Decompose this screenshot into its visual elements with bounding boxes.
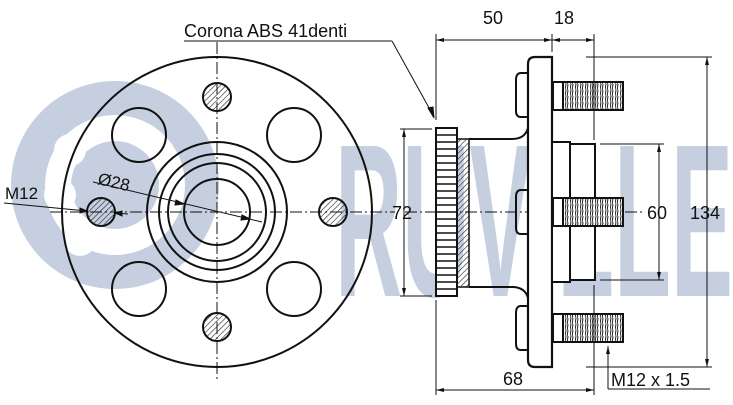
dim-stud-offset: 18 xyxy=(554,8,574,28)
abs-ring-callout: Corona ABS 41denti xyxy=(184,21,347,41)
dim-abs-ring-diameter: 72 xyxy=(392,203,412,223)
dim-flange-to-ring: 50 xyxy=(483,8,503,28)
dimension-lines xyxy=(400,34,712,395)
abs-teeth xyxy=(437,134,456,290)
dim-pilot-diameter: 60 xyxy=(647,203,667,223)
dim-total-length: 68 xyxy=(503,369,523,389)
side-view xyxy=(405,55,645,369)
stud-thread-front-label: M12 xyxy=(5,184,38,203)
dim-flange-diameter: 134 xyxy=(690,203,720,223)
front-view xyxy=(3,40,435,380)
stud-thread-side-label: M12 x 1.5 xyxy=(611,370,690,390)
